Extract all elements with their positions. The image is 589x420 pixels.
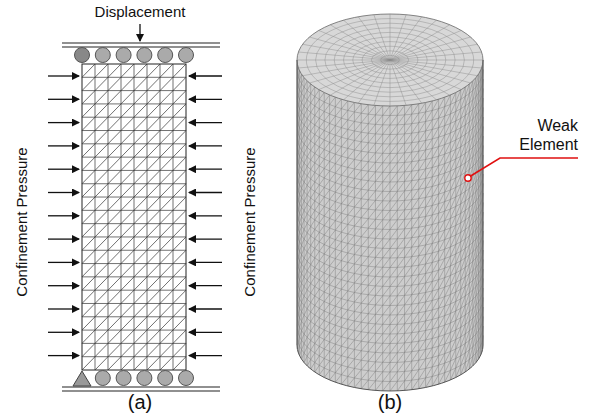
pressure-arrow — [48, 169, 79, 170]
pressure-arrow — [48, 285, 79, 286]
side-mesh — [297, 60, 483, 391]
cylinder-top — [297, 14, 483, 106]
pressure-arrow — [189, 332, 222, 333]
roller — [179, 371, 194, 386]
boundary-supports — [62, 24, 220, 391]
load-label: Displacement — [95, 3, 186, 21]
cylinder-mesh — [297, 14, 483, 391]
pressure-arrow — [48, 99, 79, 100]
pressure-arrow — [48, 308, 79, 309]
pressure-arrow — [48, 215, 79, 216]
pressure-label: Confinement Pressure — [241, 147, 259, 296]
panel-label: (a) — [128, 390, 152, 414]
roller — [116, 371, 131, 386]
pressure-arrow — [189, 192, 222, 193]
pressure-arrow — [189, 215, 222, 216]
mesh-2d — [82, 64, 186, 370]
pressure-arrow — [48, 262, 79, 263]
mesh-lines — [82, 64, 186, 370]
pressure-arrow — [48, 145, 79, 146]
roller — [158, 371, 173, 386]
cylinder-body — [297, 60, 483, 391]
pressure-arrow — [48, 122, 79, 123]
pressure-arrow — [48, 75, 79, 76]
roller — [95, 371, 110, 386]
pressure-arrow — [189, 169, 222, 170]
panel-label: (b) — [378, 390, 402, 414]
pressure-arrow — [48, 192, 79, 193]
pressure-arrow — [48, 355, 79, 356]
pressure-arrow — [189, 238, 222, 239]
roller — [179, 48, 194, 63]
pressure-arrow — [189, 145, 222, 146]
roller — [75, 48, 90, 63]
pressure-arrow — [189, 308, 222, 309]
callout-label: Weak Element — [503, 116, 578, 154]
top-mesh — [297, 14, 483, 106]
pressure-arrow — [48, 238, 79, 239]
roller — [116, 48, 131, 63]
pressure-arrows — [48, 76, 222, 356]
pressure-arrow — [189, 285, 222, 286]
pressure-arrow — [189, 262, 222, 263]
cylinder-outline — [297, 60, 483, 391]
roller — [137, 48, 152, 63]
pressure-arrow — [189, 75, 222, 76]
pressure-arrow — [189, 122, 222, 123]
weak-element-marker — [465, 158, 578, 181]
roller — [137, 371, 152, 386]
mesh-outline — [82, 64, 186, 370]
pressure-arrow — [189, 99, 222, 100]
pressure-arrow — [48, 332, 79, 333]
pressure-arrow — [189, 355, 222, 356]
roller — [158, 48, 173, 63]
roller — [95, 48, 110, 63]
pressure-label: Confinement Pressure — [13, 147, 31, 296]
